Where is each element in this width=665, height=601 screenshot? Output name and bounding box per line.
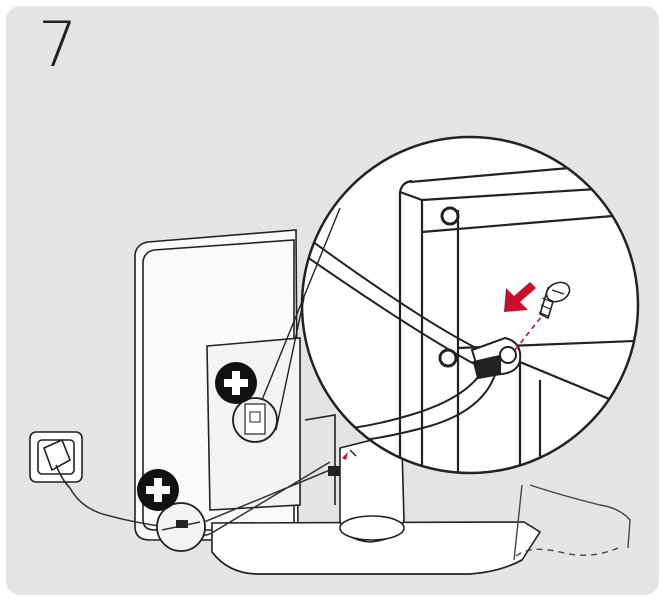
plus-circle-icon bbox=[137, 469, 179, 511]
small-arrow-screw bbox=[328, 449, 357, 476]
power-plug-icon bbox=[42, 438, 72, 489]
small-magnifier bbox=[232, 397, 278, 443]
arrow-icon bbox=[504, 282, 536, 312]
plus-circle-icon bbox=[215, 362, 257, 404]
screw-icon bbox=[538, 281, 571, 320]
cable-exit bbox=[513, 484, 631, 561]
step-number: 7 bbox=[38, 8, 78, 81]
cable-magnifier bbox=[156, 502, 206, 552]
tv-stand bbox=[211, 414, 542, 575]
large-magnifier bbox=[261, 135, 640, 475]
